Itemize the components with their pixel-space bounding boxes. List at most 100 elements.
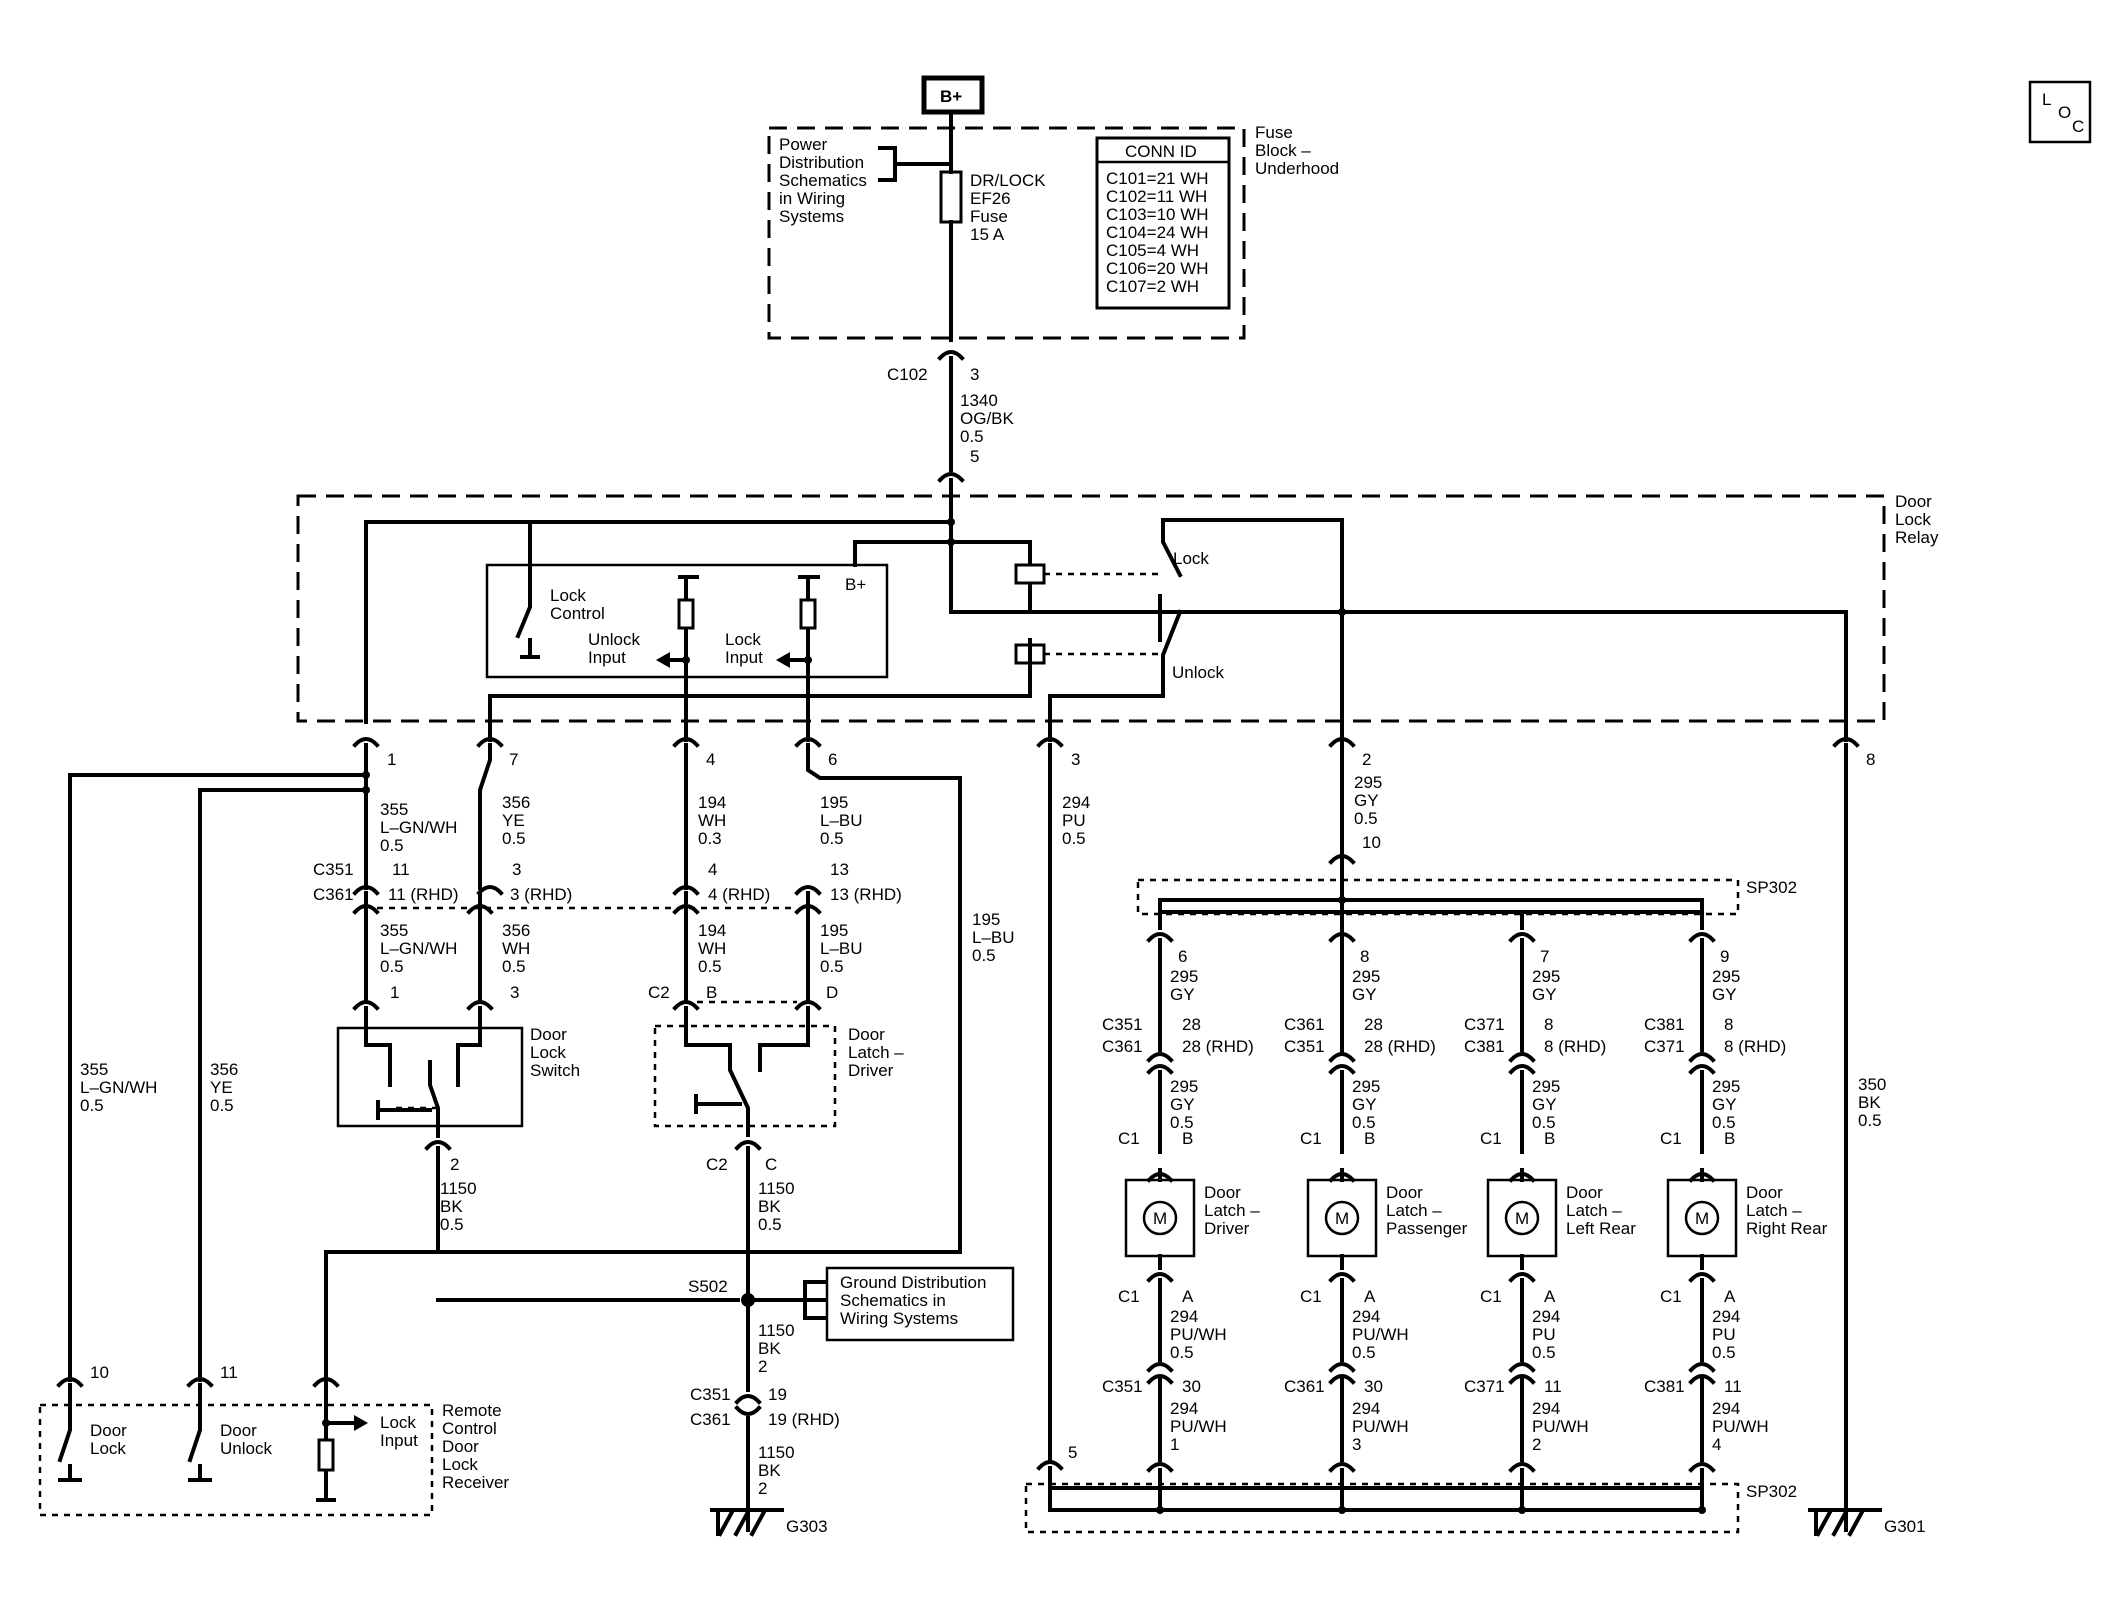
- latch-conn1: C381: [1644, 1015, 1685, 1034]
- inline-connector-c351-c361: C351 C361 11 11 (RHD) 3 3 (RHD) 4 4 (RHD…: [313, 860, 902, 915]
- svg-text:3: 3: [512, 860, 521, 879]
- latch-p1: 8: [1724, 1015, 1733, 1034]
- splice-pack-sp302-bottom: SP302 5: [1024, 1443, 1797, 1534]
- latch-pin-top: 9: [1720, 947, 1729, 966]
- svg-text:5: 5: [970, 447, 979, 466]
- latch-p2: 28 (RHD): [1364, 1037, 1436, 1056]
- latch-p1: 28: [1182, 1015, 1201, 1034]
- motor-symbol: M: [1515, 1209, 1529, 1228]
- latch-pinB: B: [1724, 1129, 1735, 1148]
- svg-text:4: 4: [708, 860, 717, 879]
- svg-text:C102: C102: [887, 365, 928, 384]
- svg-text:S502: S502: [688, 1277, 728, 1296]
- latch-p1: 28: [1364, 1015, 1383, 1034]
- latch-p2: 28 (RHD): [1182, 1037, 1254, 1056]
- svg-text:C361: C361: [313, 885, 354, 904]
- latch-conn1: C351: [1102, 1015, 1143, 1034]
- latch-conn2: C351: [1284, 1037, 1325, 1056]
- svg-text:11: 11: [220, 1363, 238, 1382]
- relay-pin-connectors: [352, 737, 1860, 748]
- latch-pin-top: 7: [1540, 947, 1549, 966]
- svg-text:7: 7: [509, 750, 518, 769]
- svg-text:5: 5: [1068, 1443, 1077, 1462]
- svg-text:SP302: SP302: [1746, 878, 1797, 897]
- svg-text:C: C: [765, 1155, 777, 1174]
- svg-text:C2: C2: [648, 983, 670, 1002]
- svg-text:C351: C351: [313, 860, 354, 879]
- svg-text:B+: B+: [940, 87, 962, 106]
- door-latch-motor-box: [1124, 1178, 1196, 1258]
- latch-c1: C1: [1300, 1129, 1322, 1148]
- motor-icon: [1324, 1200, 1360, 1236]
- motor-icon: [1142, 1200, 1178, 1236]
- latch-conn2: C381: [1464, 1037, 1505, 1056]
- svg-text:10: 10: [1362, 833, 1381, 852]
- door-latch-motor-box: [1486, 1178, 1558, 1258]
- latch-c1: C1: [1660, 1129, 1682, 1148]
- svg-text:CONN ID: CONN ID: [1125, 142, 1197, 161]
- svg-text:3: 3: [510, 983, 519, 1002]
- door-latch-motor-box: [1666, 1178, 1738, 1258]
- svg-text:C: C: [2072, 117, 2084, 136]
- svg-text:B+: B+: [845, 575, 866, 594]
- motor-icon: [1684, 1200, 1720, 1236]
- svg-text:19: 19: [768, 1385, 787, 1404]
- svg-text:2: 2: [1362, 750, 1371, 769]
- latch-pinB: B: [1182, 1129, 1193, 1148]
- latch-c1b: C1: [1480, 1287, 1502, 1306]
- svg-text:L: L: [2042, 90, 2051, 109]
- svg-text:C2: C2: [706, 1155, 728, 1174]
- latch-conn3: C371: [1464, 1377, 1505, 1396]
- latch-pinA: A: [1724, 1287, 1736, 1306]
- latch-c1b: C1: [1660, 1287, 1682, 1306]
- svg-text:13 (RHD): 13 (RHD): [830, 885, 902, 904]
- ground-g303: G303: [710, 1508, 828, 1537]
- svg-text:13: 13: [830, 860, 849, 879]
- svg-text:B: B: [706, 983, 717, 1002]
- latch-pinB: B: [1364, 1129, 1375, 1148]
- door-latch-motor-box: [1306, 1178, 1378, 1258]
- motor-symbol: M: [1153, 1209, 1167, 1228]
- svg-text:6: 6: [828, 750, 837, 769]
- latch-pin-top: 6: [1178, 947, 1187, 966]
- latch-p2: 8 (RHD): [1544, 1037, 1606, 1056]
- latch-pin-top: 8: [1360, 947, 1369, 966]
- latch-conn3: C351: [1102, 1377, 1143, 1396]
- motor-symbol: M: [1335, 1209, 1349, 1228]
- svg-text:SP302: SP302: [1746, 1482, 1797, 1501]
- ground-distribution-ref: [825, 1266, 1015, 1342]
- svg-text:11 (RHD): 11 (RHD): [388, 885, 459, 904]
